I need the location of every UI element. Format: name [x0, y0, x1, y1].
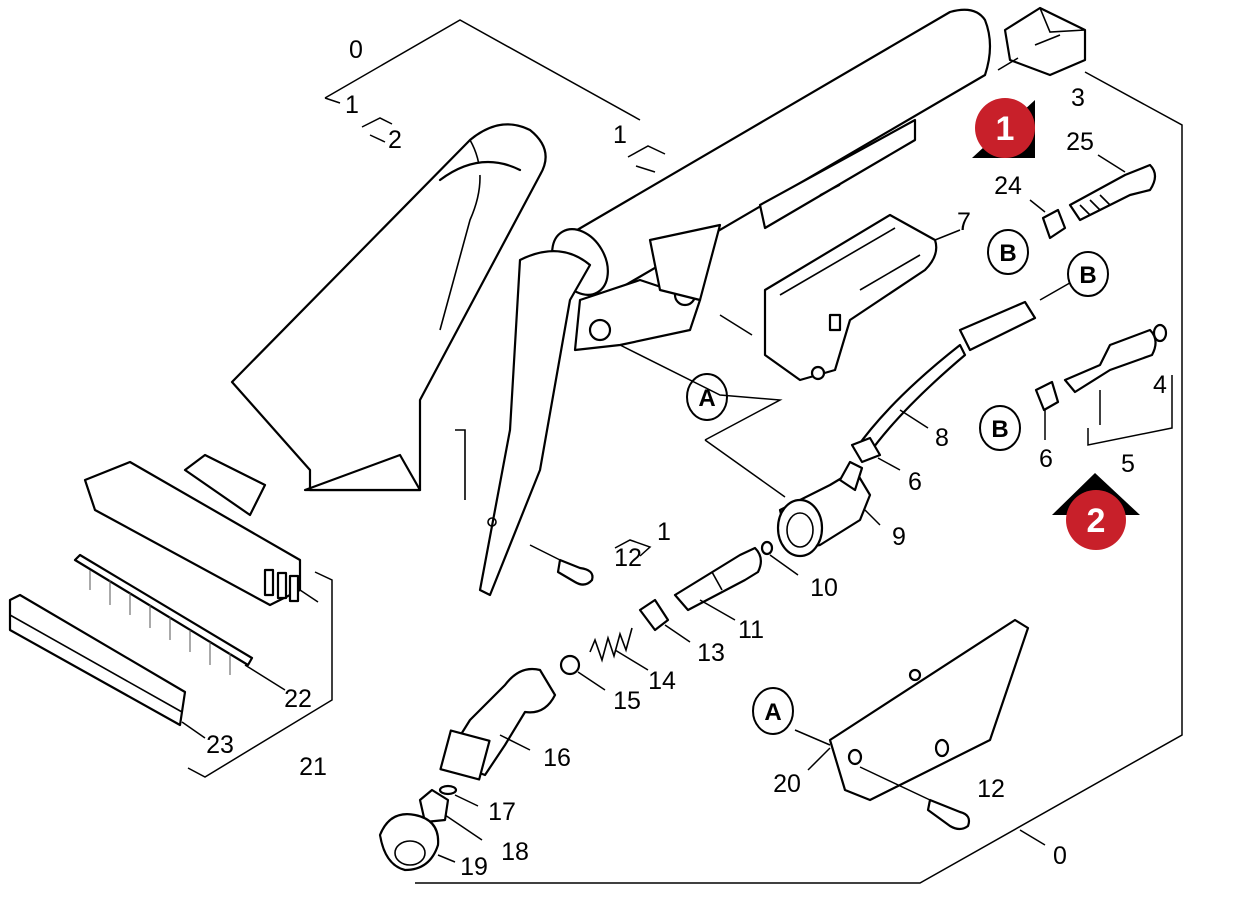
label-25: 25 [1066, 128, 1094, 156]
svg-text:A: A [698, 385, 715, 412]
svg-text:B: B [991, 416, 1008, 443]
part-labels: 0 1 2 1 3 25 24 7 4 8 6 6 5 9 1 12 10 11… [206, 36, 1167, 881]
badge-1: 1 [972, 98, 1035, 158]
valve-stem-part-11 [673, 546, 762, 621]
o-ring-part-15 [559, 654, 581, 676]
hose-part-8 [853, 279, 1076, 457]
label-4: 4 [1153, 371, 1167, 399]
manifold-part-9 [704, 439, 881, 558]
label-7: 7 [957, 208, 971, 236]
trigger-cover-part-7 [719, 213, 961, 382]
label-8: 8 [935, 424, 949, 452]
label-10: 10 [810, 574, 838, 602]
callout-b-upper-right: B [1067, 251, 1109, 297]
label-11: 11 [738, 616, 764, 644]
nozzle-body [230, 123, 722, 597]
label-21: 21 [299, 753, 327, 781]
o-ring-part-10 [760, 540, 774, 556]
nut-part-19 [378, 813, 456, 872]
label-1-top-left: 1 [345, 91, 359, 119]
callout-a-upper: A [686, 373, 728, 421]
label-18: 18 [501, 838, 529, 866]
coupling-part-5 [1063, 328, 1157, 425]
callout-b-upper-left: B [987, 229, 1029, 275]
label-13: 13 [697, 639, 725, 667]
label-9: 9 [892, 523, 906, 551]
label-14: 14 [648, 667, 676, 695]
label-6-upper: 6 [908, 468, 922, 496]
clamp-part-24 [1029, 199, 1067, 240]
coupling-part-25 [1068, 154, 1157, 222]
label-23: 23 [206, 731, 234, 759]
end-cap-part-3 [1003, 6, 1087, 77]
label-1-top-mid: 1 [613, 121, 627, 149]
brush-housing-part-21 [83, 453, 319, 607]
label-1-screw: 1 [657, 518, 671, 546]
sleeve-part-6-upper [850, 436, 901, 471]
cover-plate-part-20 [794, 618, 1030, 802]
callout-a-lower: A [752, 687, 794, 735]
label-12-upper: 12 [614, 544, 642, 572]
angle-connector-part-16 [439, 667, 557, 781]
label-12-lower: 12 [977, 775, 1005, 803]
label-2: 2 [388, 126, 402, 154]
assembly-group-lines [187, 19, 1183, 884]
label-16: 16 [543, 744, 571, 772]
label-0-top: 0 [349, 36, 363, 64]
label-17: 17 [488, 798, 516, 826]
label-15: 15 [613, 687, 641, 715]
callout-b-lower: B [979, 405, 1021, 451]
svg-text:B: B [1079, 262, 1096, 289]
svg-text:A: A [764, 699, 781, 726]
badge-2: 2 [1052, 473, 1140, 550]
label-22: 22 [284, 685, 312, 713]
clamp-part-6-lower [1034, 380, 1060, 440]
svg-text:B: B [999, 240, 1016, 267]
o-ring-part-17 [438, 784, 458, 796]
screw-part-12-upper [529, 544, 594, 586]
label-3: 3 [1071, 84, 1085, 112]
badge-1-number: 1 [996, 110, 1015, 148]
label-19: 19 [460, 853, 488, 881]
badge-2-number: 2 [1087, 502, 1106, 540]
label-5: 5 [1121, 450, 1135, 478]
o-ring-part-4 [1152, 323, 1168, 343]
label-0-bottom: 0 [1053, 842, 1067, 870]
valve-seat-part-13 [638, 598, 691, 643]
label-20: 20 [773, 770, 801, 798]
brush-part-23 [8, 593, 206, 739]
brush-strip-part-22 [73, 553, 286, 691]
spring-part-14 [589, 627, 649, 671]
screw-part-12-lower [859, 766, 971, 831]
label-6-lower: 6 [1039, 445, 1053, 473]
label-24: 24 [994, 172, 1022, 200]
